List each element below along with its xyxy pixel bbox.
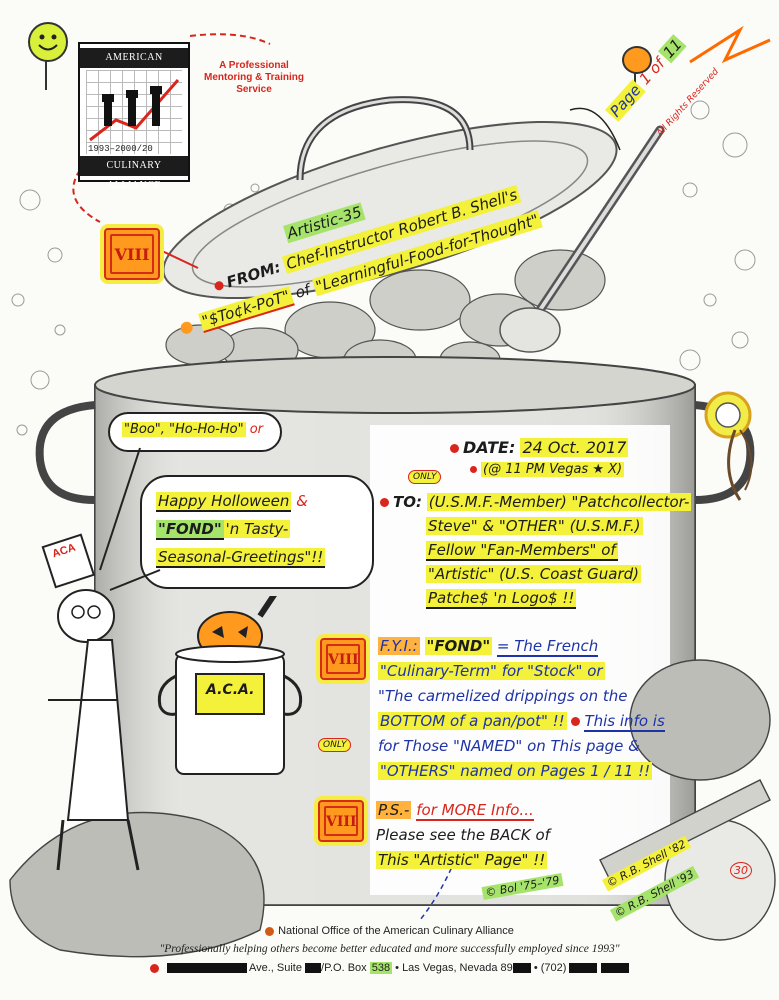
bubble-tails <box>99 447 161 591</box>
fyi-only-tag: ONLY <box>318 738 352 752</box>
fyi-line5: for Those "NAMED" on This page & <box>378 737 640 755</box>
fyi-label: F.Y.I.: <box>378 637 420 655</box>
to-line2: Steve" & "OTHER" (U.S.M.F.) <box>426 517 643 535</box>
to-line4: "Artistic" (U.S. Coast Guard) <box>426 565 641 583</box>
roman-mark-fyi: VIII <box>320 638 366 680</box>
date-label: DATE: <box>463 438 516 457</box>
logo-grid <box>86 70 182 154</box>
to-block: TO: (U.S.M.F.-Member) "Patchcollector- S… <box>380 490 692 610</box>
signature-30: 30 <box>730 862 752 879</box>
footer-office: National Office of the American Culinary… <box>0 925 779 937</box>
fyi-info: This info is <box>584 712 665 732</box>
logo-bottom-text: CULINARY ALLIANCE <box>80 156 188 191</box>
pumpkin-icon <box>622 46 652 74</box>
to-label: TO: <box>393 493 422 511</box>
date-block: DATE: 24 Oct. 2017 <box>450 438 629 457</box>
date-value: 24 Oct. 2017 <box>520 438 629 457</box>
aca-logo: AMERICAN 1993–2000/20 CULINARY ALLIANCE <box>78 42 190 191</box>
to-only-tag: ONLY <box>408 470 442 484</box>
greeting-bubble: Happy Holloween & "FOND"'n Tasty- Season… <box>140 475 374 589</box>
pot-label: A.C.A. <box>206 682 255 698</box>
roman-mark-ps: VIII <box>318 800 364 842</box>
fyi-fond: "FOND" <box>424 637 493 655</box>
boo-text: "Boo", "Ho-Ho-Ho" <box>122 422 246 437</box>
fyi-line6: "OTHERS" named on Pages 1 / 11 !! <box>378 762 653 780</box>
footer-motto: "Professionally helping others become be… <box>159 943 620 955</box>
footer-address: Ave., Suite /P.O. Box 538 • Las Vegas, N… <box>0 962 779 974</box>
boo-or: or <box>249 422 264 437</box>
footer-phone: • (702) <box>533 962 567 974</box>
ps-label: P.S.- <box>376 801 412 819</box>
ps-block: P.S.- for MORE Info... Please see the BA… <box>376 798 550 873</box>
footer-city: • Las Vegas, Nevada 89 <box>395 962 513 974</box>
smiley-icon <box>28 22 68 62</box>
date-time: (@ 11 PM Vegas ★ X) <box>470 462 625 477</box>
boo-bubble: "Boo", "Ho-Ho-Ho" or <box>108 412 282 452</box>
roman-mark-lid: VIII <box>104 228 160 280</box>
service-note: A Professional Mentoring & Training Serv… <box>204 60 304 95</box>
footer-ave: Ave., Suite <box>248 962 302 974</box>
chef-figure <box>41 533 140 871</box>
stock-pot-drawing <box>157 596 303 775</box>
fyi-line2: "Culinary-Term" for "Stock" or <box>378 662 605 680</box>
to-line3: Fellow "Fan-Members" of <box>426 541 618 561</box>
fyi-line4: BOTTOM of a pan/pot" !! <box>378 712 567 730</box>
smiley-stick <box>45 60 47 90</box>
greeting-line3: Seasonal-Greetings"!! <box>156 548 326 568</box>
logo-years: 1993–2000/20 <box>88 144 153 154</box>
fyi-eq: = The French <box>496 637 599 657</box>
greeting-line1: Happy Holloween <box>156 492 292 512</box>
greeting-line2: 'n Tasty- <box>223 520 291 538</box>
footer-po: /P.O. Box <box>321 962 367 974</box>
to-line1: (U.S.M.F.-Member) "Patchcollector- <box>426 493 692 511</box>
ps-line2: Please see the BACK of <box>376 826 550 844</box>
greeting-fond: "FOND" <box>156 520 224 540</box>
ps-line3: This "Artistic" Page" !! <box>376 851 548 869</box>
fyi-block: F.Y.I.: "FOND" = The French "Culinary-Te… <box>378 634 665 784</box>
to-line5: Patche$ 'n Logo$ !! <box>426 589 577 609</box>
greeting-amp: & <box>296 492 308 510</box>
logo-top-text: AMERICAN <box>80 48 188 68</box>
footer-box-number: 538 <box>369 962 393 974</box>
ps-more: for MORE Info... <box>416 801 534 821</box>
fyi-line3: "The carmelized drippings on the <box>378 687 628 705</box>
